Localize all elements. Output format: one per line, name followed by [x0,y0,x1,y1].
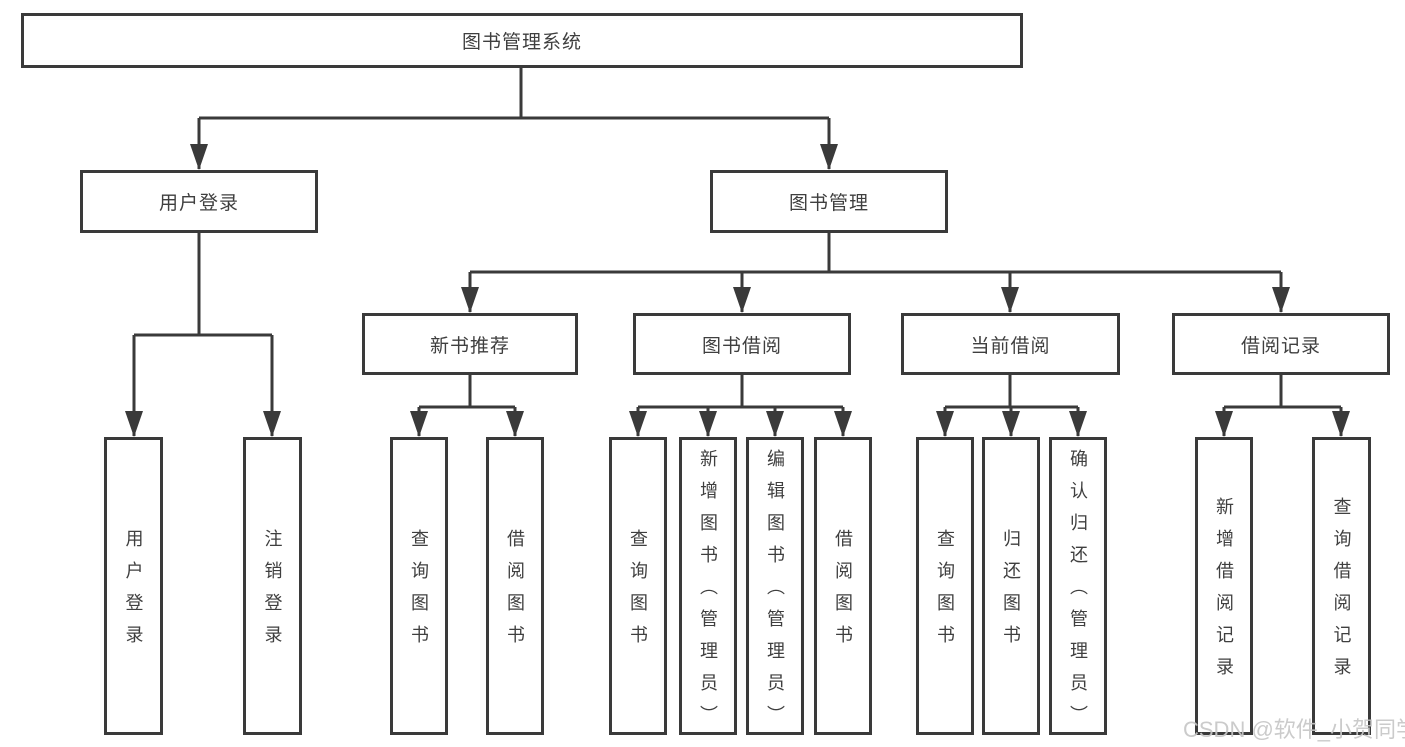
node-query-borrow-record: 查询借阅记录 [1312,437,1371,735]
node-label: 借阅图书 [505,529,525,657]
connector-lines [125,68,1350,437]
node-label: 新增借阅记录 [1214,497,1234,689]
node-borrow-book-leaf: 借阅图书 [814,437,872,735]
node-label: 用户登录 [123,529,144,657]
node-book-borrow: 图书借阅 [633,313,851,375]
node-borrow-book-recommend: 借阅图书 [486,437,544,735]
node-label: 确认归还（管理员） [1068,449,1088,737]
node-label: 归还图书 [1001,529,1021,657]
node-book-management: 图书管理 [710,170,948,233]
node-query-book-recommend: 查询图书 [390,437,448,735]
connector-segment [638,375,843,409]
node-current-borrow: 当前借阅 [901,313,1120,375]
node-new-book-recommend: 新书推荐 [362,313,578,375]
node-label: 查询借阅记录 [1331,497,1352,689]
connector-segment [199,68,829,120]
connector-segment [134,233,272,337]
connector-segment [1224,375,1341,409]
node-label: 新增图书（管理员） [698,449,718,737]
node-label: 借阅图书 [833,529,853,657]
node-edit-book-admin: 编辑图书（管理员） [746,437,804,737]
connector-segment [945,375,1078,409]
watermark: CSDN @软件_小贺同学 [1183,717,1405,742]
node-confirm-return-admin: 确认归还（管理员） [1049,437,1107,737]
node-add-book-admin: 新增图书（管理员） [679,437,737,737]
connector-segment [419,375,515,409]
node-query-book-current: 查询图书 [916,437,974,735]
node-label: 查询图书 [409,529,429,657]
node-label: 查询图书 [935,529,955,657]
node-root: 图书管理系统 [21,13,1023,68]
node-label: 编辑图书（管理员） [765,449,785,737]
node-return-book: 归还图书 [982,437,1040,735]
node-label: 注销登录 [262,529,283,657]
node-label: 查询图书 [628,529,648,657]
node-query-book-borrow: 查询图书 [609,437,667,735]
connector-segment [470,233,1281,274]
node-add-borrow-record: 新增借阅记录 [1195,437,1253,735]
node-borrow-records: 借阅记录 [1172,313,1390,375]
node-user-login-leaf: 用户登录 [104,437,163,735]
node-logout-leaf: 注销登录 [243,437,302,735]
node-user-login: 用户登录 [80,170,318,233]
